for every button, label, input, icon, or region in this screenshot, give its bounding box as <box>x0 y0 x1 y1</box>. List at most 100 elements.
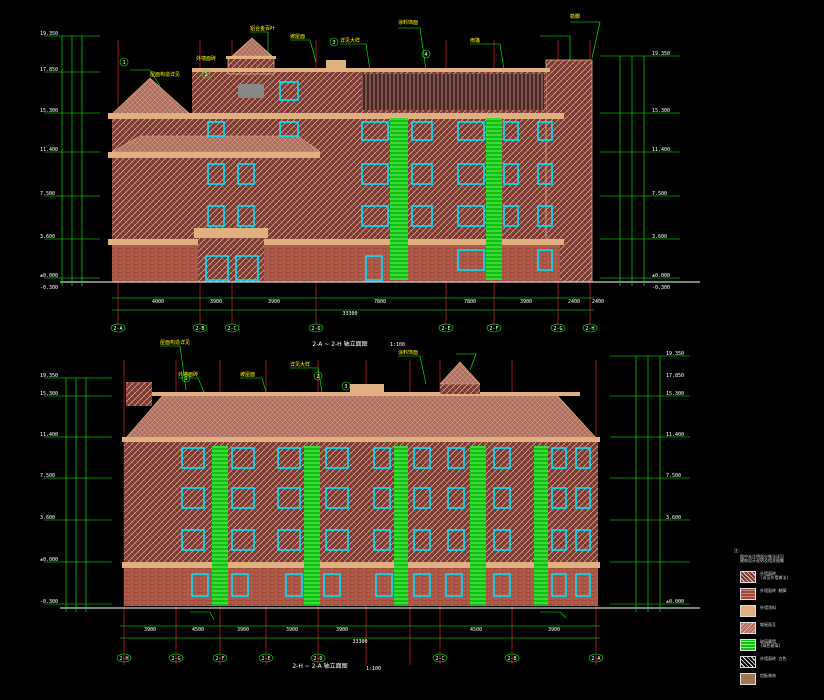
lower-axis-2-G-1-bubble <box>168 653 184 663</box>
upper-axis-2-C: 2-C <box>227 326 236 332</box>
upper-axis-2-B: 2-B <box>195 326 204 332</box>
legend-item: 外墙涂料 <box>740 605 824 619</box>
upper-scale: 1:100 <box>390 342 405 348</box>
brick-hatch-swatch <box>740 571 756 583</box>
legend-item: 坡屋面瓦 <box>740 622 824 636</box>
legend-item: 玻璃幕墙 (绿色玻璃) <box>740 639 824 653</box>
upper-level-right-6: -0.300 <box>652 285 670 291</box>
beige-paint-swatch <box>740 605 756 617</box>
legend-item-label: 外墙面砖 勒脚 <box>760 588 787 593</box>
upper-small-hip-roof <box>231 37 273 57</box>
upper-stair-glass-1 <box>390 118 408 280</box>
upper-axis-2-G-bubble <box>550 323 566 333</box>
upper-callout-1: 1 <box>122 60 125 66</box>
lower-scale: 1:100 <box>366 666 381 672</box>
upper-axis-2-A-bubble <box>110 323 126 333</box>
upper-callout-3: 3 <box>332 40 335 46</box>
upper-axis-2-H: 2-H <box>585 326 594 332</box>
lower-total-dim: 33300 <box>352 639 367 645</box>
lower-callout-2: 2 <box>316 374 319 380</box>
lower-level-right-3: 11.400 <box>666 432 684 438</box>
legend-item-label: 外墙面砖 (详见外墙做法) <box>760 571 789 580</box>
upper-title: 2-A ~ 2-H 轴立面图 <box>312 340 367 348</box>
lower-note-4: 涂料饰面 <box>398 349 418 356</box>
lower-dim-0: 3900 <box>144 627 156 633</box>
lower-axis-2-D-4-bubble <box>310 653 326 663</box>
lower-main-roof <box>123 393 599 441</box>
lower-level-right-2: 15.300 <box>666 391 684 397</box>
upper-level-left-0: 19.350 <box>40 31 58 37</box>
lower-dim-2: 3900 <box>237 627 249 633</box>
lower-note-2: 坡屋面 <box>240 371 255 378</box>
glass-swatch <box>740 639 756 651</box>
lower-level-right-0: 19.350 <box>666 351 684 357</box>
upper-level-left-5: 3.600 <box>40 234 55 240</box>
upper-dim-2: 3900 <box>268 299 280 305</box>
legend-item: 外墙面砖 勒脚 <box>740 588 824 602</box>
legend-item-label: 外墙涂料 <box>760 605 776 610</box>
lower-axis-2-C-5: 2-C <box>435 656 444 662</box>
legend-item-label: 坡屋面瓦 <box>760 622 776 627</box>
upper-axis-2-H-bubble <box>582 323 598 333</box>
lower-level-left-2: 11.400 <box>40 432 58 438</box>
roof-tile-swatch <box>740 622 756 634</box>
upper-plinth <box>112 245 560 282</box>
lower-title: 2-H ~ 2-A 轴立面图 <box>292 662 347 670</box>
lower-axis-2-F-2: 2-F <box>215 656 224 662</box>
lower-dim-6: 3900 <box>548 627 560 633</box>
lower-axis-2-B-6-bubble <box>504 653 520 663</box>
upper-note-6: 雨篷 <box>470 37 480 44</box>
upper-windows <box>205 81 553 281</box>
legend-item-label: 铝板装饰 <box>760 673 776 678</box>
upper-note-3: 坡屋面 <box>290 33 305 40</box>
lower-dimension-lines <box>44 345 690 639</box>
legend-item: 外墙面砖 白色 <box>740 656 824 670</box>
upper-dimension-lines <box>44 21 680 311</box>
upper-axis-2-D-bubble <box>308 323 324 333</box>
legend-item: 外墙面砖 (详见外墙做法) <box>740 571 824 585</box>
upper-level-left-2: 15.300 <box>40 108 58 114</box>
lower-stair-glass-4 <box>470 446 486 606</box>
lower-axis-2-G-1: 2-G <box>171 656 180 662</box>
lower-stair-glass-3 <box>394 446 408 606</box>
upper-dim-5: 3900 <box>520 299 532 305</box>
upper-level-left-1: 17.850 <box>40 67 58 73</box>
legend: 注： 图中未注明部分做法详见 建筑设计说明及相关图集 外墙面砖 (详见外墙做法)… <box>734 545 822 695</box>
legend-heading: 注： <box>734 548 742 553</box>
upper-note-4: 详见大样 <box>340 37 360 44</box>
lower-level-left-0: 19.350 <box>40 373 58 379</box>
upper-axis-2-D: 2-D <box>311 326 320 332</box>
upper-axis-2-G: 2-G <box>553 326 562 332</box>
lower-elevation <box>44 345 700 665</box>
lower-axis-2-A-7: 2-A <box>591 656 600 662</box>
upper-dim-4: 7800 <box>464 299 476 305</box>
lower-stair-glass-2 <box>304 446 320 606</box>
lower-level-left-6: -0.300 <box>40 599 58 605</box>
upper-note-1: 外墙面砖 <box>196 55 216 62</box>
lower-dim-5: 4500 <box>470 627 482 633</box>
lower-axis-2-B-6: 2-B <box>507 656 516 662</box>
upper-axis-2-F: 2-F <box>489 326 498 332</box>
upper-louver <box>362 74 544 110</box>
lower-stair-glass-1 <box>212 446 228 606</box>
upper-level-left-6: ±0.000 <box>40 273 58 279</box>
lower-level-left-5: ±0.000 <box>40 557 58 563</box>
lower-level-right-1: 17.850 <box>666 373 684 379</box>
lower-small-hip-roof <box>439 361 481 385</box>
lower-axis-2-E-3-bubble <box>258 653 274 663</box>
lower-level-left-4: 3.600 <box>40 515 55 521</box>
lower-level-left-1: 15.300 <box>40 391 58 397</box>
upper-level-left-3: 11.400 <box>40 147 58 153</box>
lower-level-left-3: 7.500 <box>40 473 55 479</box>
lower-stair-glass-5 <box>534 446 548 606</box>
lower-level-right-6: ±0.000 <box>666 599 684 605</box>
lower-axis-2-C-5-bubble <box>432 653 448 663</box>
upper-elevation <box>44 21 700 325</box>
lower-note-0: 屋面构造详见 <box>160 339 190 346</box>
upper-level-right-0: 19.350 <box>652 51 670 57</box>
lower-axis-2-E-3: 2-E <box>261 656 270 662</box>
annotation-text-layer: 2-A ~ 2-H 轴立面图 1:100 19.350 17.850 15.300 11.… <box>40 13 684 672</box>
upper-left-hip-roof <box>111 77 191 115</box>
lower-windows <box>181 447 591 597</box>
